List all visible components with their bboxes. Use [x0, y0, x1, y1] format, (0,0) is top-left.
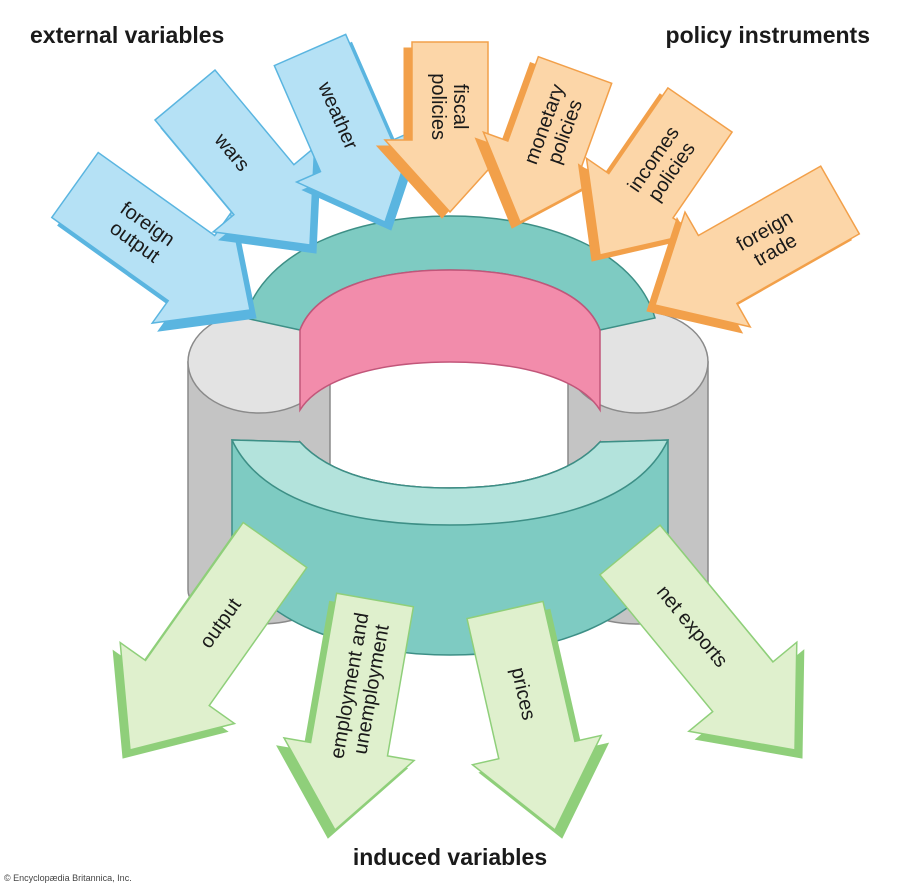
arrow-face: [119, 521, 308, 751]
copyright-credit: © Encyclopædia Britannica, Inc.: [4, 873, 132, 883]
ring-front-lip: [230, 439, 670, 526]
induced-arrow-net-exports: net exports: [598, 524, 805, 759]
induced-arrow-prices: prices: [466, 600, 610, 839]
arrow-face: [383, 41, 517, 214]
arrow-face: [273, 33, 418, 224]
external-arrow-weather: weather: [273, 33, 423, 231]
arrow-face: [654, 165, 861, 329]
arrow-face: [482, 55, 613, 224]
arrow-face: [585, 86, 734, 256]
induced-arrow-employment-and-unemployment: employment andunemployment: [276, 592, 416, 839]
arrow-face: [282, 592, 416, 832]
policy-arrow-foreign-trade: foreigntrade: [646, 165, 861, 334]
inner-back-wall: [299, 269, 601, 413]
arrow-label-line: policies: [427, 73, 449, 140]
arrow-label: fiscalpolicies: [427, 73, 471, 140]
arrow-face: [153, 68, 316, 246]
arrow-face: [50, 151, 251, 325]
policy-arrow-monetary-policies: monetarypolicies: [474, 55, 613, 229]
arrow-label-line: fiscal: [449, 84, 471, 130]
induced-variables-heading: induced variables: [352, 844, 548, 870]
external-arrow-wars: wars: [153, 68, 322, 254]
arrow-face: [598, 524, 798, 751]
policy-instruments-heading: policy instruments: [665, 22, 870, 48]
arrow-face: [466, 600, 603, 832]
policy-arrow-fiscal-policies: fiscalpolicies: [375, 41, 517, 219]
external-variables-heading: external variables: [30, 22, 225, 48]
external-arrow-foreign-output: foreignoutput: [50, 151, 257, 332]
induced-arrow-output: output: [112, 521, 308, 759]
